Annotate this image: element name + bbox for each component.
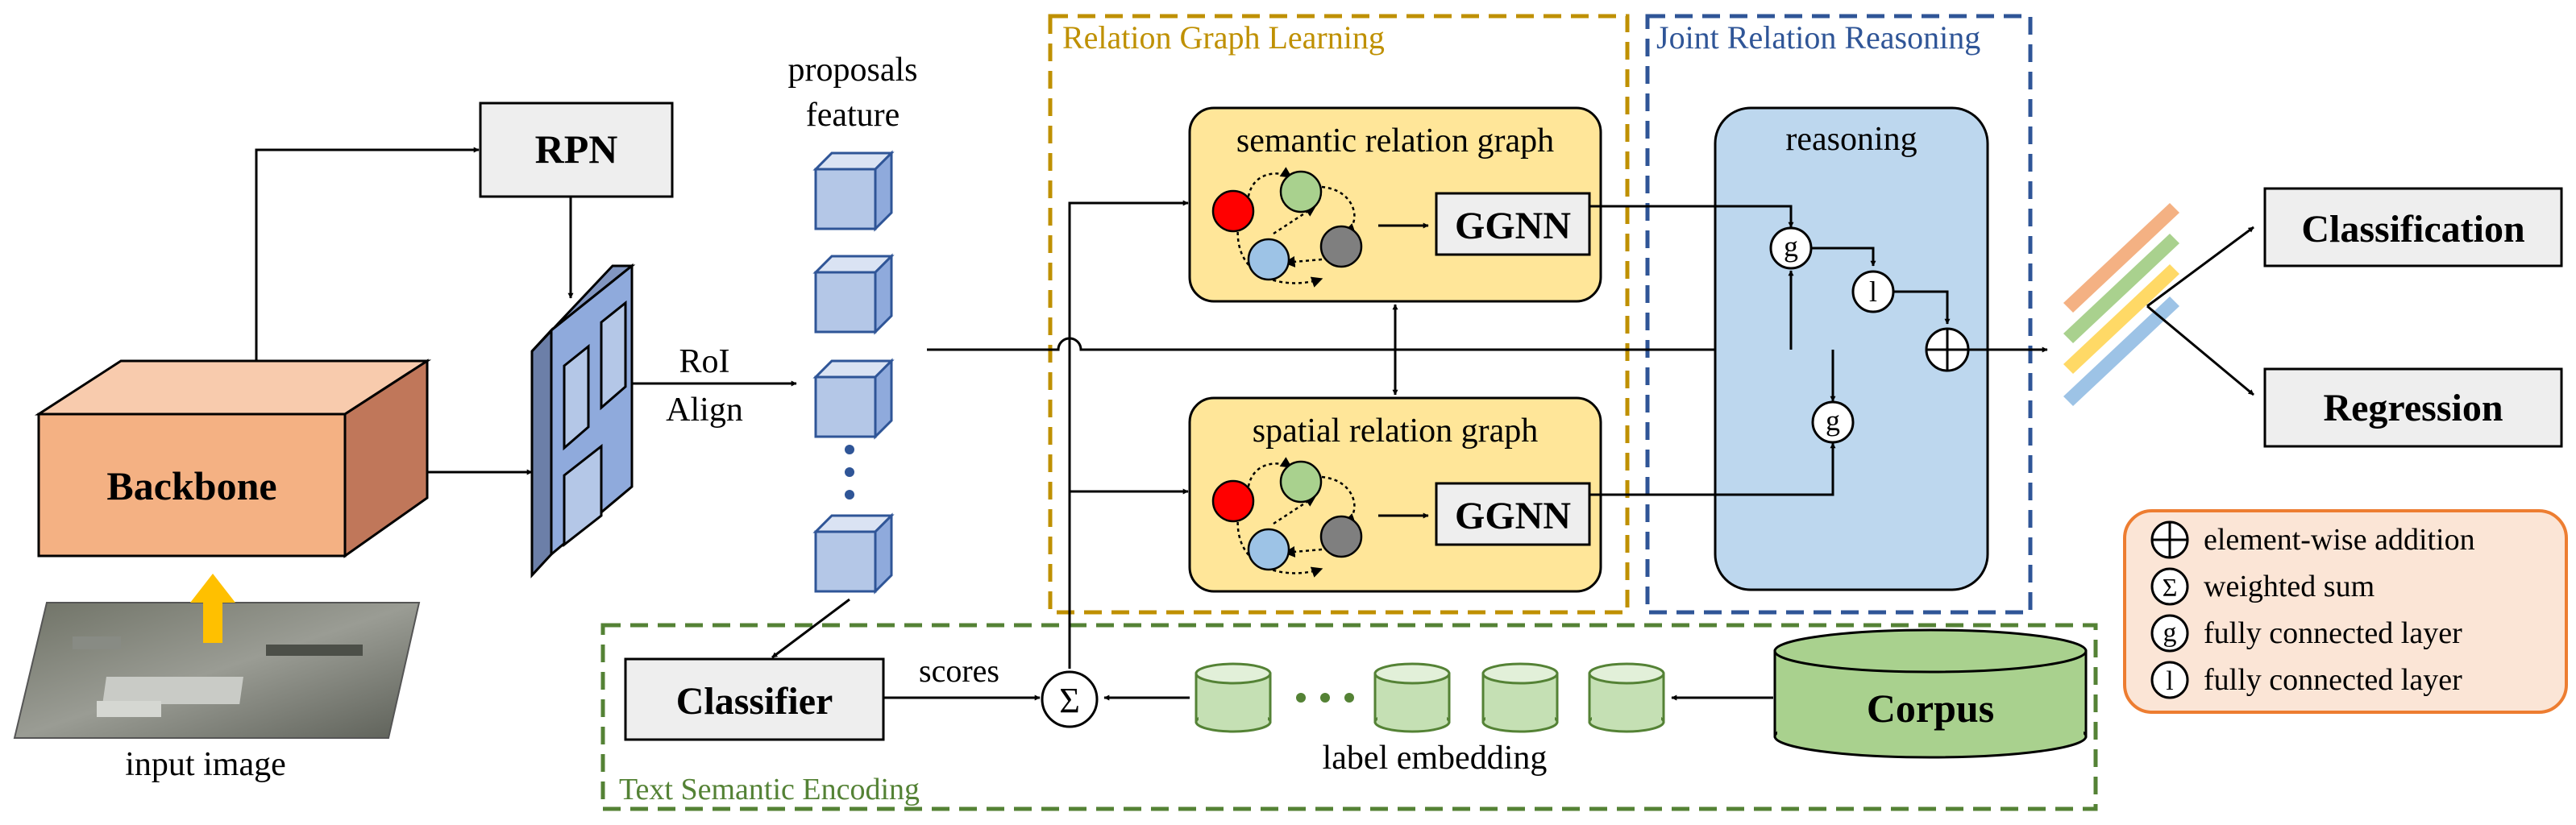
ellipsis-dot bbox=[1344, 693, 1354, 703]
backbone-label: Backbone bbox=[106, 463, 276, 508]
embedding-cylinder bbox=[1481, 662, 1559, 733]
node-gray bbox=[1319, 225, 1363, 268]
node-green bbox=[1279, 170, 1323, 214]
label-embedding-cylinders bbox=[1195, 662, 1665, 733]
proposals-label-line1: proposals bbox=[788, 52, 918, 89]
rpn-block bbox=[479, 102, 674, 198]
legend-item-g: g fully connected layer bbox=[2150, 614, 2462, 653]
backbone-block: Backbone bbox=[34, 359, 432, 558]
g-to-l-connector bbox=[1811, 247, 1876, 267]
features-to-regression-connector bbox=[2146, 305, 2254, 396]
svg-text:Σ: Σ bbox=[2163, 573, 2178, 602]
graph-input-bus bbox=[1068, 200, 1189, 669]
proposal-cube bbox=[812, 512, 895, 595]
embedding-cylinder bbox=[1373, 662, 1451, 733]
lower-fc-g-symbol: g bbox=[1826, 404, 1840, 437]
proposal-cubes bbox=[812, 150, 895, 595]
spatial-graph-title: spatial relation graph bbox=[1253, 412, 1539, 450]
svg-text:g: g bbox=[2163, 618, 2177, 648]
lower-fc-g-node bbox=[1811, 400, 1855, 444]
node-gray bbox=[1319, 515, 1363, 558]
roi-align-label-line1: RoI bbox=[679, 343, 730, 380]
proposals-label-line2: feature bbox=[806, 97, 900, 134]
proposals-to-classifier-connector bbox=[771, 598, 850, 659]
semantic-relation-graph-panel: semantic relation graph GGNN bbox=[1188, 106, 1602, 303]
weighted-sum-node bbox=[1041, 670, 1099, 728]
node-green bbox=[1279, 460, 1323, 504]
ellipsis-dot bbox=[845, 490, 854, 500]
ellipsis-dot bbox=[1296, 693, 1306, 703]
svg-text:fully connected layer: fully connected layer bbox=[2204, 663, 2462, 697]
svg-text:weighted sum: weighted sum bbox=[2204, 570, 2374, 603]
svg-text:fully connected layer: fully connected layer bbox=[2204, 616, 2462, 650]
regression-label: Regression bbox=[2323, 387, 2503, 429]
ellipsis-dot bbox=[845, 467, 854, 477]
legend-item-add: element-wise addition bbox=[2150, 520, 2475, 559]
classification-label: Classification bbox=[2301, 208, 2524, 251]
input-up-arrow-icon bbox=[190, 574, 235, 643]
semantic-graph-nodes bbox=[1211, 167, 1363, 288]
ellipsis-dot bbox=[1320, 693, 1330, 703]
upper-fc-g-symbol: g bbox=[1784, 230, 1798, 263]
embedding-cylinder bbox=[1588, 662, 1665, 733]
text-semantic-encoding-title: Text Semantic Encoding bbox=[619, 773, 920, 806]
relation-graph-learning-frame bbox=[1048, 14, 1630, 615]
svg-text:element-wise addition: element-wise addition bbox=[2204, 523, 2475, 557]
fc-l-symbol: l bbox=[1869, 276, 1877, 308]
node-red bbox=[1211, 189, 1255, 233]
weighted-sum-symbol: Σ bbox=[1059, 681, 1080, 720]
classifier-block bbox=[624, 657, 885, 741]
features-to-classification-connector bbox=[2146, 226, 2254, 308]
legend-item-sum: Σ weighted sum bbox=[2150, 567, 2374, 606]
legend-item-l: l fully connected layer bbox=[2150, 661, 2462, 699]
ellipsis-dot bbox=[845, 445, 854, 454]
input-image: input image bbox=[13, 602, 421, 783]
joint-relation-reasoning-frame bbox=[1645, 14, 2033, 615]
legend: element-wise addition Σ weighted sum g f… bbox=[2123, 509, 2568, 714]
proposal-cube bbox=[812, 253, 895, 335]
spatial-ggnn-label: GGNN bbox=[1455, 495, 1571, 537]
relation-graph-learning-title: Relation Graph Learning bbox=[1062, 19, 1385, 56]
scores-label: scores bbox=[919, 653, 999, 689]
spatial-graph-nodes bbox=[1211, 457, 1363, 578]
joint-relation-reasoning-title: Joint Relation Reasoning bbox=[1656, 19, 1980, 56]
rpn-label: RPN bbox=[535, 126, 618, 172]
classification-block bbox=[2263, 187, 2563, 267]
label-embedding-label: label embedding bbox=[1323, 740, 1548, 777]
spatial-ggnn-to-g-connector bbox=[1589, 442, 1836, 496]
node-blue bbox=[1247, 238, 1290, 281]
spatial-relation-graph-panel: spatial relation graph GGNN bbox=[1188, 396, 1602, 593]
node-blue bbox=[1247, 528, 1290, 571]
proposal-cube bbox=[812, 358, 895, 440]
output-feature-bars bbox=[2063, 203, 2179, 406]
l-to-add-connector bbox=[1893, 290, 1951, 325]
spatial-ggnn-block bbox=[1435, 482, 1591, 546]
roi-feature-map bbox=[530, 263, 636, 578]
input-image-caption: input image bbox=[125, 746, 285, 783]
embedding-cylinder bbox=[1195, 662, 1272, 733]
semantic-ggnn-to-g-connector bbox=[1589, 205, 1794, 228]
element-wise-add-node bbox=[1925, 327, 1970, 372]
classifier-label: Classifier bbox=[676, 680, 833, 723]
backbone-to-rpn-connector bbox=[255, 147, 480, 361]
reasoning-label: reasoning bbox=[1785, 121, 1917, 158]
corpus-label: Corpus bbox=[1867, 686, 1994, 731]
roi-align-label-line2: Align bbox=[666, 392, 743, 429]
node-red bbox=[1211, 479, 1255, 523]
semantic-ggnn-label: GGNN bbox=[1455, 205, 1571, 247]
svg-text:l: l bbox=[2166, 666, 2173, 696]
text-semantic-encoding-frame bbox=[600, 623, 2098, 811]
corpus-cylinder: Corpus bbox=[1773, 628, 2088, 759]
semantic-graph-title: semantic relation graph bbox=[1236, 122, 1554, 160]
proposal-cube bbox=[812, 150, 895, 232]
regression-block bbox=[2263, 367, 2563, 448]
semantic-ggnn-block bbox=[1435, 192, 1591, 256]
